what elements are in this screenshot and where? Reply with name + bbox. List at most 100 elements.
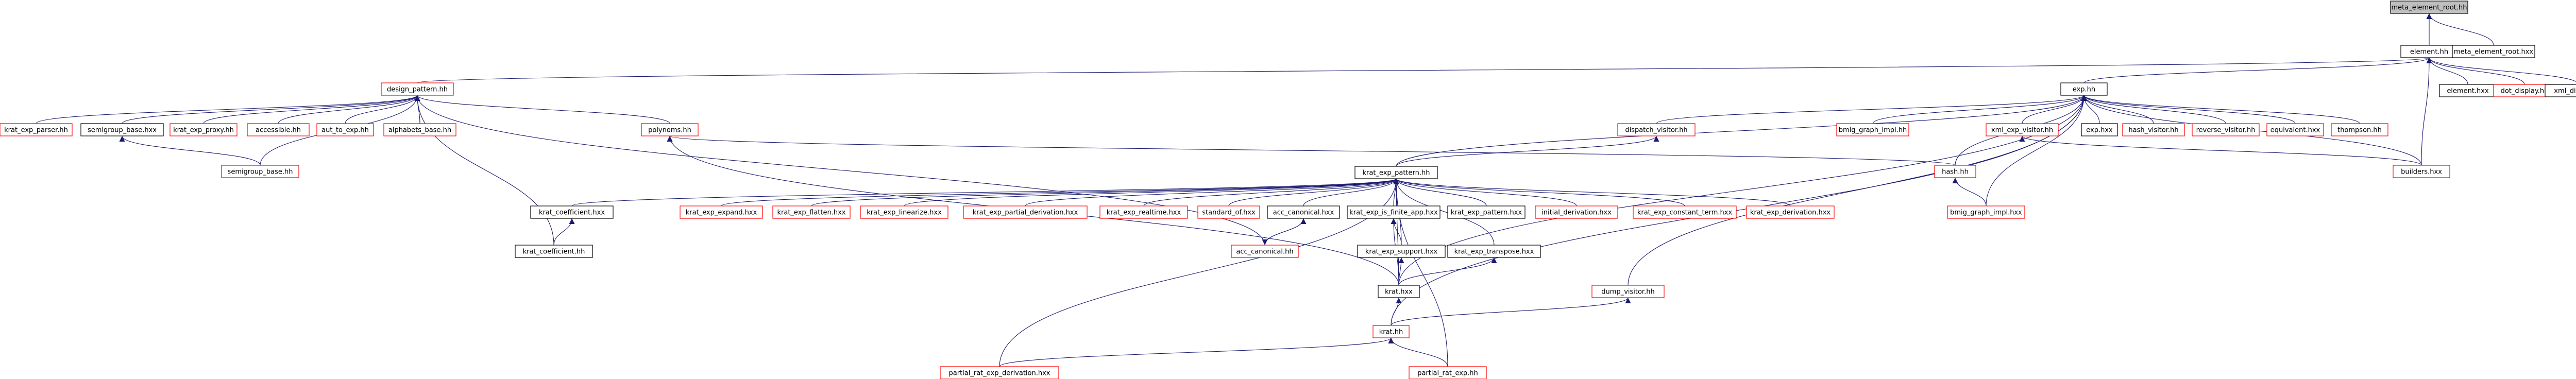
node-box[interactable] bbox=[1372, 325, 1410, 338]
node-box[interactable] bbox=[247, 123, 310, 136]
node-hash-hh[interactable]: hash.hh bbox=[1934, 165, 1976, 178]
node-box[interactable] bbox=[1633, 205, 1737, 219]
node-thompson-hh[interactable]: thompson.hh bbox=[2331, 123, 2388, 136]
node-xml-exp-visitor-hh[interactable]: xml_exp_visitor.hh bbox=[1986, 123, 2059, 136]
node-box[interactable] bbox=[2439, 84, 2497, 97]
node-exp-hh[interactable]: exp.hh bbox=[2060, 82, 2108, 96]
node-polynoms-hh[interactable]: polynoms.hh bbox=[641, 123, 699, 136]
node-box[interactable] bbox=[1357, 245, 1446, 258]
node-acc-canonical-hh[interactable]: acc_canonical.hh bbox=[1231, 245, 1299, 258]
node-builders-hxx[interactable]: builders.hxx bbox=[2393, 165, 2450, 178]
node-krat-hh[interactable]: krat.hh bbox=[1372, 325, 1410, 338]
node-box[interactable] bbox=[2390, 1, 2468, 14]
node-krat-exp-derivation-hxx[interactable]: krat_exp_derivation.hxx bbox=[1746, 205, 1835, 219]
node-box[interactable] bbox=[772, 205, 851, 219]
node-krat-exp-pattern-hxx[interactable]: krat_exp_pattern.hxx bbox=[1447, 205, 1526, 219]
node-box[interactable] bbox=[1231, 245, 1299, 258]
node-box[interactable] bbox=[1617, 123, 1696, 136]
node-box[interactable] bbox=[1354, 166, 1438, 179]
node-box[interactable] bbox=[2331, 123, 2388, 136]
node-krat-exp-flatten-hxx[interactable]: krat_exp_flatten.hxx bbox=[772, 205, 851, 219]
node-box[interactable] bbox=[1746, 205, 1835, 219]
node-box[interactable] bbox=[1099, 205, 1188, 219]
node-krat-exp-is-finite-app-hxx[interactable]: krat_exp_is_finite_app.hxx bbox=[1347, 205, 1440, 219]
node-krat-exp-expand-hxx[interactable]: krat_exp_expand.hxx bbox=[680, 205, 763, 219]
node-accessible-hh[interactable]: accessible.hh bbox=[247, 123, 310, 136]
node-bmig-graph-impl-hxx[interactable]: bmig_graph_impl.hxx bbox=[1947, 205, 2025, 219]
node-hash-visitor-hh[interactable]: hash_visitor.hh bbox=[2122, 123, 2185, 136]
node-element-hh[interactable]: element.hh bbox=[2400, 45, 2458, 58]
node-box[interactable] bbox=[530, 205, 614, 219]
node-partial-rat-exp-derivation-hxx[interactable]: partial_rat_exp_derivation.hxx bbox=[940, 366, 1059, 379]
node-aut-to-exp-hh[interactable]: aut_to_exp.hh bbox=[316, 123, 374, 136]
node-box[interactable] bbox=[860, 205, 948, 219]
node-xml-display-hh[interactable]: xml_display.hh bbox=[2545, 84, 2576, 97]
node-krat-exp-realtime-hxx[interactable]: krat_exp_realtime.hxx bbox=[1099, 205, 1188, 219]
node-krat-coefficient-hxx[interactable]: krat_coefficient.hxx bbox=[530, 205, 614, 219]
node-box[interactable] bbox=[1378, 285, 1420, 298]
node-box[interactable] bbox=[1986, 123, 2059, 136]
node-box[interactable] bbox=[221, 165, 299, 178]
node-box[interactable] bbox=[680, 205, 763, 219]
node-semigroup-base-hxx[interactable]: semigroup_base.hxx bbox=[80, 123, 164, 136]
node-box[interactable] bbox=[316, 123, 374, 136]
node-box[interactable] bbox=[1409, 366, 1487, 379]
node-box[interactable] bbox=[1267, 205, 1340, 219]
node-equivalent-hxx[interactable]: equivalent.hxx bbox=[2266, 123, 2324, 136]
node-box[interactable] bbox=[1535, 205, 1618, 219]
node-box[interactable] bbox=[2400, 45, 2458, 58]
node-box[interactable] bbox=[1447, 245, 1541, 258]
node-label: builders.hxx bbox=[2401, 168, 2442, 176]
node-exp-hxx[interactable]: exp.hxx bbox=[2081, 123, 2118, 136]
node-krat-exp-partial-derivation-hxx[interactable]: krat_exp_partial_derivation.hxx bbox=[963, 205, 1088, 219]
node-box[interactable] bbox=[2266, 123, 2324, 136]
node-box[interactable] bbox=[2393, 165, 2450, 178]
node-box[interactable] bbox=[2545, 84, 2576, 97]
node-box[interactable] bbox=[1347, 205, 1440, 219]
node-krat-coefficient-hh[interactable]: krat_coefficient.hh bbox=[515, 245, 593, 258]
node-box[interactable] bbox=[963, 205, 1088, 219]
node-dispatch-visitor-hh[interactable]: dispatch_visitor.hh bbox=[1617, 123, 1696, 136]
node-box[interactable] bbox=[1934, 165, 1976, 178]
node-box[interactable] bbox=[1197, 205, 1260, 219]
node-partial-rat-exp-hh[interactable]: partial_rat_exp.hh bbox=[1409, 366, 1487, 379]
node-box[interactable] bbox=[1591, 285, 1665, 298]
node-meta-element-root-hh[interactable]: meta_element_root.hh bbox=[2390, 1, 2468, 14]
node-box[interactable] bbox=[2060, 82, 2108, 96]
node-label: dump_visitor.hh bbox=[1601, 288, 1654, 296]
node-box[interactable] bbox=[383, 123, 456, 136]
node-meta-element-root-hxx[interactable]: meta_element_root.hxx bbox=[2452, 45, 2535, 58]
node-krat-exp-constant-term-hxx[interactable]: krat_exp_constant_term.hxx bbox=[1633, 205, 1737, 219]
node-box[interactable] bbox=[2122, 123, 2185, 136]
node-box[interactable] bbox=[80, 123, 164, 136]
node-acc-canonical-hxx[interactable]: acc_canonical.hxx bbox=[1267, 205, 1340, 219]
node-krat-exp-proxy-hh[interactable]: krat_exp_proxy.hh bbox=[170, 123, 238, 136]
node-standard-of-hxx[interactable]: standard_of.hxx bbox=[1197, 205, 1260, 219]
node-reverse-visitor-hh[interactable]: reverse_visitor.hh bbox=[2192, 123, 2260, 136]
node-box[interactable] bbox=[2192, 123, 2260, 136]
node-krat-hxx[interactable]: krat.hxx bbox=[1378, 285, 1420, 298]
node-design-pattern-hh[interactable]: design_pattern.hh bbox=[381, 82, 454, 96]
node-box[interactable] bbox=[1836, 123, 1909, 136]
node-box[interactable] bbox=[1947, 205, 2025, 219]
node-semigroup-base-hh[interactable]: semigroup_base.hh bbox=[221, 165, 299, 178]
node-box[interactable] bbox=[1447, 205, 1526, 219]
node-element-hxx[interactable]: element.hxx bbox=[2439, 84, 2497, 97]
node-initial-derivation-hxx[interactable]: initial_derivation.hxx bbox=[1535, 205, 1618, 219]
node-box[interactable] bbox=[2081, 123, 2118, 136]
node-krat-exp-parser-hh[interactable]: krat_exp_parser.hh bbox=[0, 123, 73, 136]
node-krat-exp-transpose-hxx[interactable]: krat_exp_transpose.hxx bbox=[1447, 245, 1541, 258]
node-bmig-graph-impl-hh[interactable]: bmig_graph_impl.hh bbox=[1836, 123, 1909, 136]
node-box[interactable] bbox=[0, 123, 73, 136]
node-krat-exp-linearize-hxx[interactable]: krat_exp_linearize.hxx bbox=[860, 205, 948, 219]
node-krat-exp-support-hxx[interactable]: krat_exp_support.hxx bbox=[1357, 245, 1446, 258]
node-box[interactable] bbox=[2452, 45, 2535, 58]
node-alphabets-base-hh[interactable]: alphabets_base.hh bbox=[383, 123, 456, 136]
node-box[interactable] bbox=[515, 245, 593, 258]
node-box[interactable] bbox=[641, 123, 699, 136]
node-krat-exp-pattern-hh[interactable]: krat_exp_pattern.hh bbox=[1354, 166, 1438, 179]
node-box[interactable] bbox=[381, 82, 454, 96]
node-box[interactable] bbox=[170, 123, 238, 136]
node-box[interactable] bbox=[940, 366, 1059, 379]
node-dump-visitor-hh[interactable]: dump_visitor.hh bbox=[1591, 285, 1665, 298]
